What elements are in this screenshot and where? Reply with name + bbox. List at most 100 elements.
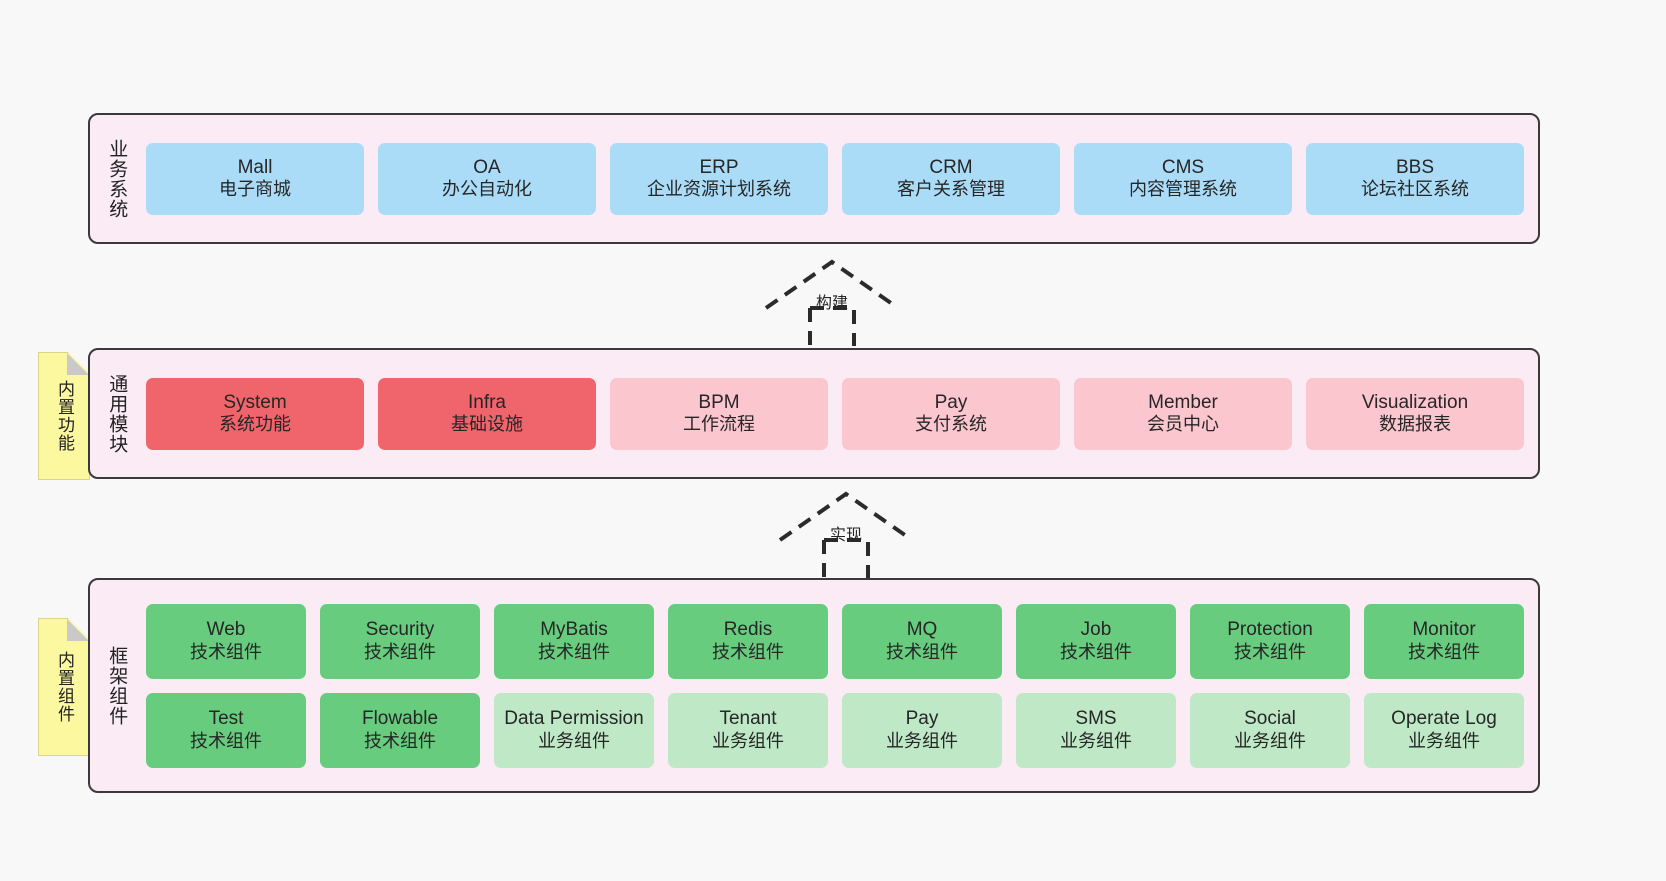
card-member[interactable]: Member 会员中心 <box>1074 377 1292 450</box>
layer-body-business: Mall 电子商城 OA 办公自动化 ERP 企业资源计划系统 CRM 客户关系… <box>142 115 1538 242</box>
card-title: Social <box>1244 708 1296 730</box>
card-title: Visualization <box>1361 391 1469 413</box>
card-erp[interactable]: ERP 企业资源计划系统 <box>610 142 828 215</box>
card-row: System 系统功能 Infra 基础设施 BPM 工作流程 Pay 支付系统… <box>146 377 1524 450</box>
card-title: Protection <box>1227 619 1313 641</box>
card-subtitle: 业务组件 <box>1408 730 1480 751</box>
card-subtitle: 技术组件 <box>1234 641 1306 662</box>
card-bbs[interactable]: BBS 论坛社区系统 <box>1306 142 1524 215</box>
card-title: Redis <box>723 619 773 641</box>
card-title: CRM <box>929 156 973 178</box>
card-title: Security <box>365 619 435 641</box>
card-title: Data Permission <box>504 708 644 730</box>
card-title: BBS <box>1395 156 1435 178</box>
card-title: Tenant <box>719 708 777 730</box>
card-subtitle: 支付系统 <box>915 414 987 435</box>
card-title: Pay <box>934 391 968 413</box>
card-infra[interactable]: Infra 基础设施 <box>378 377 596 450</box>
layer-body-common: System 系统功能 Infra 基础设施 BPM 工作流程 Pay 支付系统… <box>142 350 1538 477</box>
card-subtitle: 技术组件 <box>886 641 958 662</box>
card-title: Mall <box>237 156 273 178</box>
realization-arrow-icon <box>778 491 914 578</box>
card-subtitle: 基础设施 <box>451 414 523 435</box>
card-subtitle: 技术组件 <box>712 641 784 662</box>
card-social[interactable]: Social 业务组件 <box>1190 692 1350 768</box>
card-protection[interactable]: Protection 技术组件 <box>1190 603 1350 679</box>
card-subtitle: 业务组件 <box>886 730 958 751</box>
card-flowable[interactable]: Flowable 技术组件 <box>320 692 480 768</box>
card-subtitle: 技术组件 <box>364 730 436 751</box>
card-subtitle: 业务组件 <box>712 730 784 751</box>
card-crm[interactable]: CRM 客户关系管理 <box>842 142 1060 215</box>
card-web[interactable]: Web 技术组件 <box>146 603 306 679</box>
card-security[interactable]: Security 技术组件 <box>320 603 480 679</box>
note-fold-corner-icon <box>67 353 89 375</box>
card-title: Job <box>1080 619 1112 641</box>
card-mybatis[interactable]: MyBatis 技术组件 <box>494 603 654 679</box>
card-subtitle: 技术组件 <box>1060 641 1132 662</box>
card-bpm[interactable]: BPM 工作流程 <box>610 377 828 450</box>
card-title: SMS <box>1075 708 1117 730</box>
card-subtitle: 技术组件 <box>364 641 436 662</box>
note-fold-corner-icon <box>67 619 89 641</box>
card-subtitle: 技术组件 <box>538 641 610 662</box>
card-visualization[interactable]: Visualization 数据报表 <box>1306 377 1524 450</box>
connector-label-build: 构建 <box>816 295 849 312</box>
card-title: Pay <box>905 708 939 730</box>
card-row: Web 技术组件 Security 技术组件 MyBatis 技术组件 Redi… <box>146 603 1524 679</box>
card-subtitle: 业务组件 <box>538 730 610 751</box>
note-label: 内置组件 <box>55 651 75 723</box>
card-subtitle: 技术组件 <box>190 730 262 751</box>
layer-framework-components: 框架组件 Web 技术组件 Security 技术组件 MyBatis 技术组件… <box>88 578 1540 793</box>
card-pay-module[interactable]: Pay 支付系统 <box>842 377 1060 450</box>
card-title: MQ <box>906 619 938 641</box>
card-sms[interactable]: SMS 业务组件 <box>1016 692 1176 768</box>
card-subtitle: 办公自动化 <box>442 179 532 200</box>
card-subtitle: 企业资源计划系统 <box>647 179 791 200</box>
card-data-permission[interactable]: Data Permission 业务组件 <box>494 692 654 768</box>
card-row: Mall 电子商城 OA 办公自动化 ERP 企业资源计划系统 CRM 客户关系… <box>146 142 1524 215</box>
card-subtitle: 技术组件 <box>1408 641 1480 662</box>
card-subtitle: 工作流程 <box>683 414 755 435</box>
card-job[interactable]: Job 技术组件 <box>1016 603 1176 679</box>
connector-implement: 实现 <box>772 488 932 578</box>
card-subtitle: 会员中心 <box>1147 414 1219 435</box>
card-subtitle: 电子商城 <box>219 179 291 200</box>
card-title: Monitor <box>1412 619 1476 641</box>
card-subtitle: 技术组件 <box>190 641 262 662</box>
card-monitor[interactable]: Monitor 技术组件 <box>1364 603 1524 679</box>
card-subtitle: 数据报表 <box>1379 414 1451 435</box>
card-title: BPM <box>698 391 740 413</box>
note-label: 内置功能 <box>55 380 75 452</box>
card-title: OA <box>473 156 501 178</box>
card-title: Infra <box>467 391 507 413</box>
card-subtitle: 业务组件 <box>1234 730 1306 751</box>
card-subtitle: 内容管理系统 <box>1129 179 1237 200</box>
card-title: CMS <box>1161 156 1205 178</box>
card-subtitle: 系统功能 <box>219 414 291 435</box>
card-subtitle: 论坛社区系统 <box>1361 179 1469 200</box>
layer-title-frame: 框架组件 <box>106 645 128 726</box>
card-subtitle: 业务组件 <box>1060 730 1132 751</box>
card-pay-component[interactable]: Pay 业务组件 <box>842 692 1002 768</box>
card-cms[interactable]: CMS 内容管理系统 <box>1074 142 1292 215</box>
card-mall[interactable]: Mall 电子商城 <box>146 142 364 215</box>
layer-common-modules: 通用模块 System 系统功能 Infra 基础设施 BPM 工作流程 Pay… <box>88 348 1540 479</box>
card-subtitle: 客户关系管理 <box>897 179 1005 200</box>
layer-body-frame: Web 技术组件 Security 技术组件 MyBatis 技术组件 Redi… <box>142 580 1538 791</box>
card-operate-log[interactable]: Operate Log 业务组件 <box>1364 692 1524 768</box>
card-system[interactable]: System 系统功能 <box>146 377 364 450</box>
card-title: MyBatis <box>540 619 608 641</box>
layer-business-systems: 业务系统 Mall 电子商城 OA 办公自动化 ERP 企业资源计划系统 CRM… <box>88 113 1540 244</box>
card-title: Test <box>208 708 244 730</box>
card-redis[interactable]: Redis 技术组件 <box>668 603 828 679</box>
card-tenant[interactable]: Tenant 业务组件 <box>668 692 828 768</box>
realization-arrow-icon <box>764 259 900 346</box>
card-mq[interactable]: MQ 技术组件 <box>842 603 1002 679</box>
note-builtin-component: 内置组件 <box>38 618 90 756</box>
card-oa[interactable]: OA 办公自动化 <box>378 142 596 215</box>
card-test[interactable]: Test 技术组件 <box>146 692 306 768</box>
layer-title-common: 通用模块 <box>106 373 128 454</box>
card-title: Web <box>206 619 246 641</box>
